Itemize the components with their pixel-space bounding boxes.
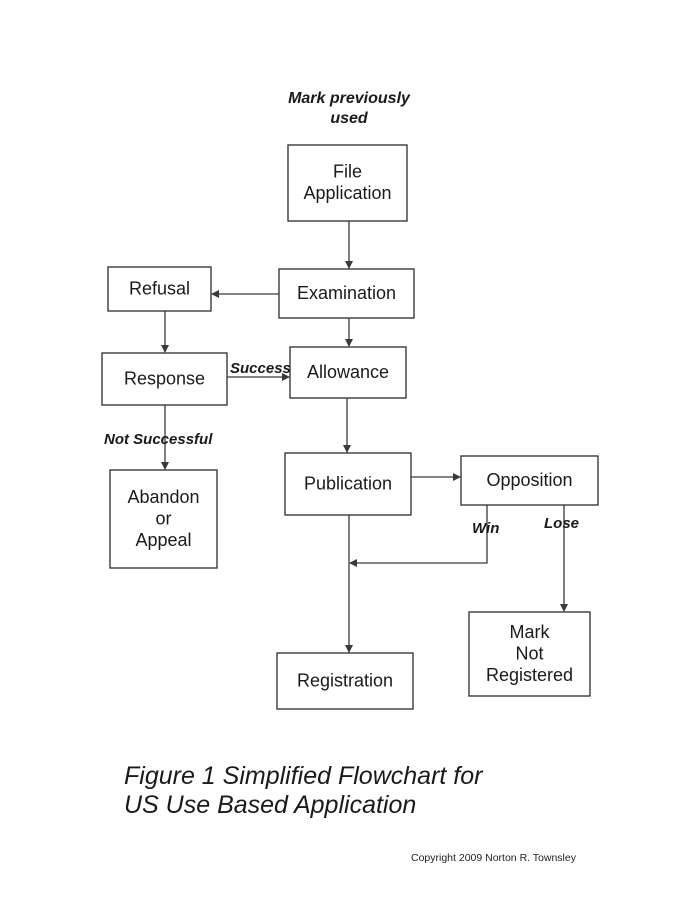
figure-caption: Figure 1 Simplified Flowchart for US Use… (124, 762, 482, 820)
node-label: Not (515, 643, 543, 663)
node-publication: Publication (284, 452, 412, 516)
edge-opposition-registration (349, 505, 488, 567)
node-box (107, 266, 212, 312)
edge-label-not-successful: Not Successful (104, 431, 213, 448)
node-label: Opposition (486, 470, 572, 490)
node-allowance: Allowance (289, 346, 407, 399)
node-box (276, 652, 414, 710)
edge-label-success: Success (230, 360, 291, 377)
node-box (284, 452, 412, 516)
edge-label-win: Win (472, 520, 499, 537)
node-box (287, 144, 408, 222)
header-note-line-1: Mark previously (288, 90, 411, 107)
node-label: Appeal (135, 530, 191, 550)
node-label: Examination (297, 283, 396, 303)
node-label: Application (303, 183, 391, 203)
node-label: Allowance (307, 362, 389, 382)
node-refusal: Refusal (107, 266, 212, 312)
node-opposition: Opposition (460, 455, 599, 506)
node-label: Mark (510, 622, 551, 642)
node-response: Response (101, 352, 228, 406)
node-label: File (333, 162, 362, 182)
node-label: Response (124, 368, 205, 388)
node-box (468, 611, 591, 697)
node-box (101, 352, 228, 406)
node-box (109, 469, 218, 569)
node-exam: Examination (278, 268, 415, 319)
node-box (289, 346, 407, 399)
node-label: Registration (297, 670, 393, 690)
node-label: Refusal (129, 278, 190, 298)
caption-line-2: US Use Based Application (124, 791, 417, 819)
node-box (460, 455, 599, 506)
header-note-line-2: used (330, 110, 369, 127)
edge-label-lose: Lose (544, 515, 579, 532)
caption-line-1: Figure 1 Simplified Flowchart for (124, 762, 483, 790)
node-registration: Registration (276, 652, 414, 710)
node-label: or (155, 508, 171, 528)
node-label: Registered (486, 665, 573, 685)
node-label: Publication (304, 473, 392, 493)
node-box (278, 268, 415, 319)
copyright-notice: Copyright 2009 Norton R. Townsley (411, 852, 576, 864)
node-label: Abandon (127, 487, 199, 507)
